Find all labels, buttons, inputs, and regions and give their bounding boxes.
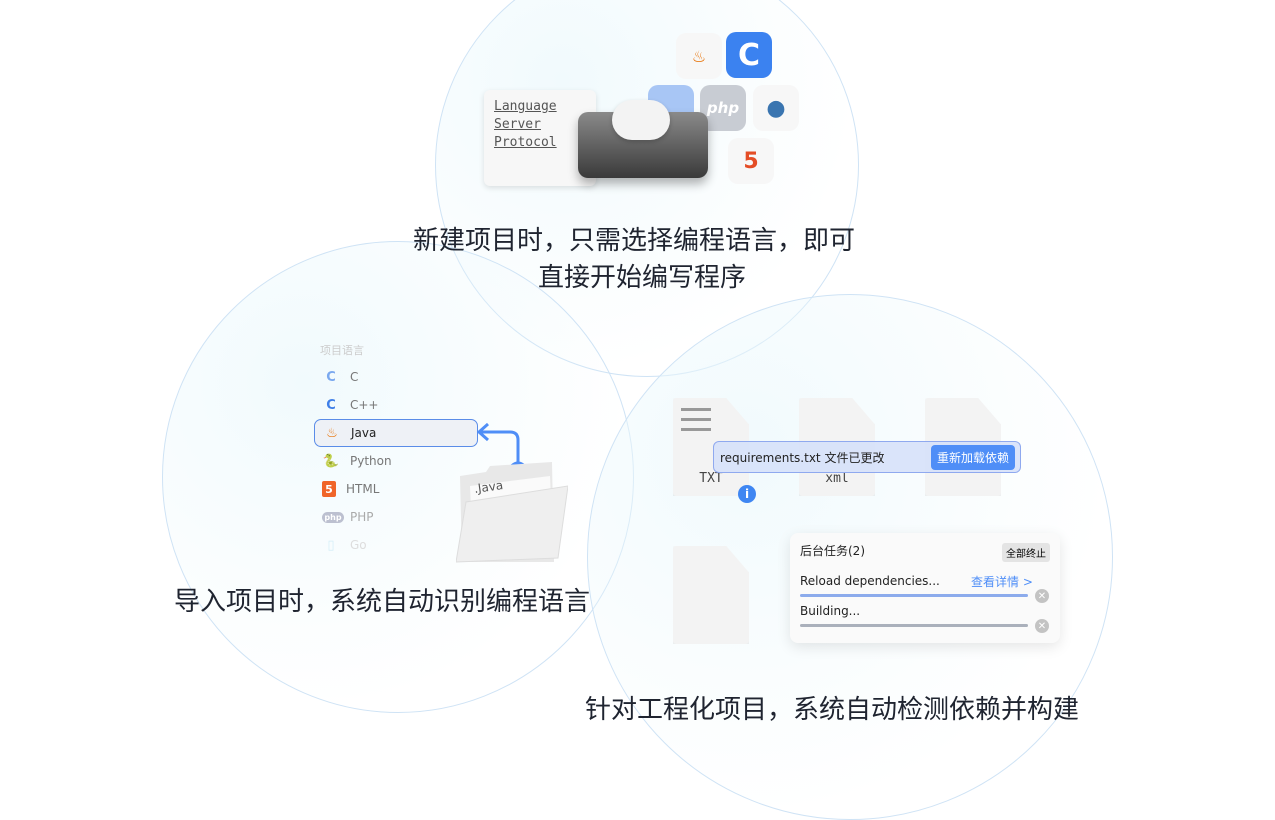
cloud-icon	[612, 100, 670, 140]
task-name: Reload dependencies...	[800, 574, 940, 588]
language-item-html[interactable]: 5 HTML	[314, 475, 478, 503]
caption-top-2: 直接开始编写程序	[538, 263, 747, 293]
lsp-line: Protocol	[494, 135, 557, 150]
c-icon: C	[726, 32, 772, 78]
circle-left	[162, 241, 634, 713]
lsp-line: Server	[494, 117, 541, 132]
language-label: Go	[350, 538, 367, 552]
cancel-task-icon[interactable]: ✕	[1035, 589, 1049, 603]
java-icon: ♨	[676, 33, 722, 79]
language-item-php[interactable]: php PHP	[314, 503, 478, 531]
reload-dependencies-button[interactable]: 重新加载依赖	[930, 444, 1015, 470]
language-item-cpp[interactable]: C C++	[314, 391, 478, 419]
language-label: Java	[351, 426, 377, 440]
cancel-task-icon[interactable]: ✕	[1035, 619, 1049, 633]
stop-all-button[interactable]: 全部终止	[1002, 543, 1050, 562]
language-label: C++	[350, 398, 379, 412]
caption-top-1: 新建项目时，只需选择编程语言，即可	[413, 226, 856, 256]
task-progress-bar	[800, 594, 1028, 597]
caption-left: 导入项目时，系统自动识别编程语言	[174, 587, 591, 617]
lsp-card: Language Server Protocol	[484, 90, 596, 186]
tasks-title: 后台任务(2)	[800, 544, 865, 558]
task-progress-bar	[800, 624, 1028, 627]
folder-icon	[456, 462, 568, 563]
c-icon: C	[326, 369, 336, 385]
file-label: TXT	[699, 471, 723, 486]
language-label: PHP	[350, 510, 374, 524]
language-label: Python	[350, 454, 392, 468]
task-name: Building...	[800, 604, 861, 618]
language-item-java[interactable]: ♨ Java	[314, 419, 478, 447]
info-icon[interactable]: i	[738, 485, 756, 503]
language-list-title: 项目语言	[320, 344, 364, 357]
background-tasks-panel: 后台任务(2) 全部终止 Reload dependencies... 查看详情…	[790, 533, 1060, 643]
file-changed-notice: requirements.txt 文件已更改 重新加载依赖	[713, 441, 1021, 473]
go-icon: ▯	[327, 537, 335, 553]
java-icon: ♨	[326, 425, 338, 441]
file-label: xml	[825, 471, 849, 486]
python-icon: ●	[753, 85, 799, 131]
cpp-icon: C	[326, 397, 336, 413]
language-item-python[interactable]: 🐍 Python	[314, 447, 478, 475]
lsp-line: Language	[494, 99, 557, 114]
html5-icon: 5	[322, 481, 336, 497]
notice-text: requirements.txt 文件已更改	[720, 450, 885, 465]
language-item-go[interactable]: ▯ Go	[314, 531, 478, 559]
html5-icon: 5	[728, 138, 774, 184]
file-blank[interactable]	[673, 546, 749, 644]
php-icon: php	[322, 511, 344, 523]
view-details-link[interactable]: 查看详情 >	[971, 575, 1033, 589]
caption-right: 针对工程化项目，系统自动检测依赖并构建	[585, 695, 1080, 725]
language-label: C	[350, 370, 359, 384]
language-label: HTML	[346, 482, 380, 496]
python-icon: 🐍	[322, 453, 340, 469]
